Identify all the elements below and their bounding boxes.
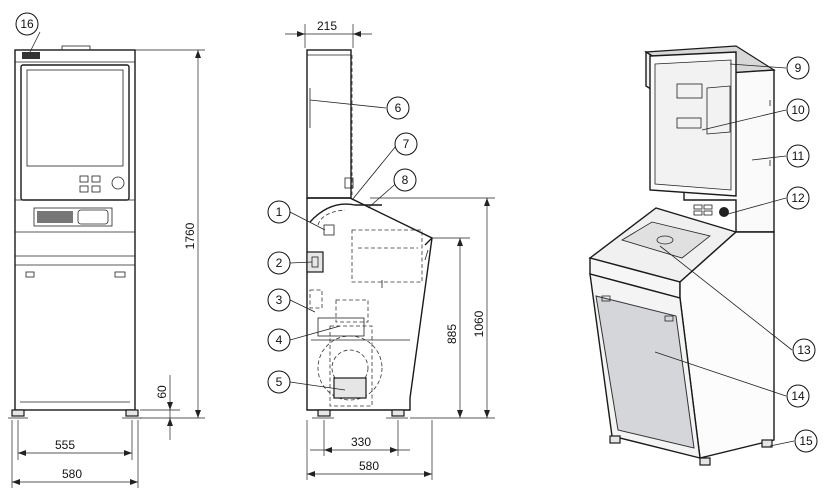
svg-text:8: 8: [402, 173, 409, 187]
svg-text:13: 13: [797, 343, 811, 357]
dim-215: 215: [317, 19, 337, 33]
svg-text:3: 3: [276, 293, 283, 307]
callout-4: 4: [267, 328, 291, 352]
dim-555: 555: [55, 438, 75, 452]
side-view: 215 885 1060 330 580: [285, 19, 495, 480]
callout-6: 6: [386, 96, 410, 120]
callout-5: 5: [267, 370, 291, 394]
svg-text:9: 9: [795, 61, 802, 75]
callout-2: 2: [267, 251, 291, 275]
svg-text:12: 12: [791, 191, 805, 205]
dim-1060: 1060: [472, 310, 486, 337]
svg-text:14: 14: [791, 389, 805, 403]
front-badge: [22, 52, 40, 59]
svg-text:10: 10: [791, 103, 805, 117]
callout-15: 15: [794, 429, 818, 453]
svg-text:1: 1: [276, 205, 283, 219]
callout-14: 14: [786, 384, 810, 408]
svg-text:5: 5: [276, 375, 283, 389]
svg-text:11: 11: [792, 149, 805, 163]
dim-885: 885: [445, 324, 459, 344]
callout-10: 10: [786, 98, 810, 122]
callout-3: 3: [267, 288, 291, 312]
callout-13: 13: [792, 338, 816, 362]
callout-12: 12: [786, 186, 810, 210]
dim-580-side: 580: [359, 459, 379, 473]
svg-text:4: 4: [276, 333, 283, 347]
callout-9: 9: [786, 56, 810, 80]
svg-text:16: 16: [20, 17, 34, 31]
callout-1: 1: [267, 200, 291, 224]
svg-text:7: 7: [403, 137, 410, 151]
front-grille: [37, 211, 73, 223]
svg-text:6: 6: [395, 101, 402, 115]
svg-text:2: 2: [276, 256, 283, 270]
leader-lines: [29, 31, 795, 447]
dim-1760: 1760: [183, 222, 197, 249]
dim-330: 330: [351, 435, 371, 449]
isometric-view: [588, 45, 776, 466]
callout-8: 8: [393, 168, 417, 192]
callouts: 16 1 2 3 4 5 6 7 8 9 10 11 12 13 14 15: [15, 12, 818, 453]
callout-16: 16: [15, 12, 39, 36]
dim-60: 60: [155, 385, 169, 399]
callout-11: 11: [786, 144, 810, 168]
front-view: 1760 60 555 580: [8, 45, 205, 488]
callout-7: 7: [394, 132, 418, 156]
dim-580-front: 580: [62, 467, 82, 481]
iso-knob: [719, 207, 729, 217]
svg-text:15: 15: [799, 434, 813, 448]
